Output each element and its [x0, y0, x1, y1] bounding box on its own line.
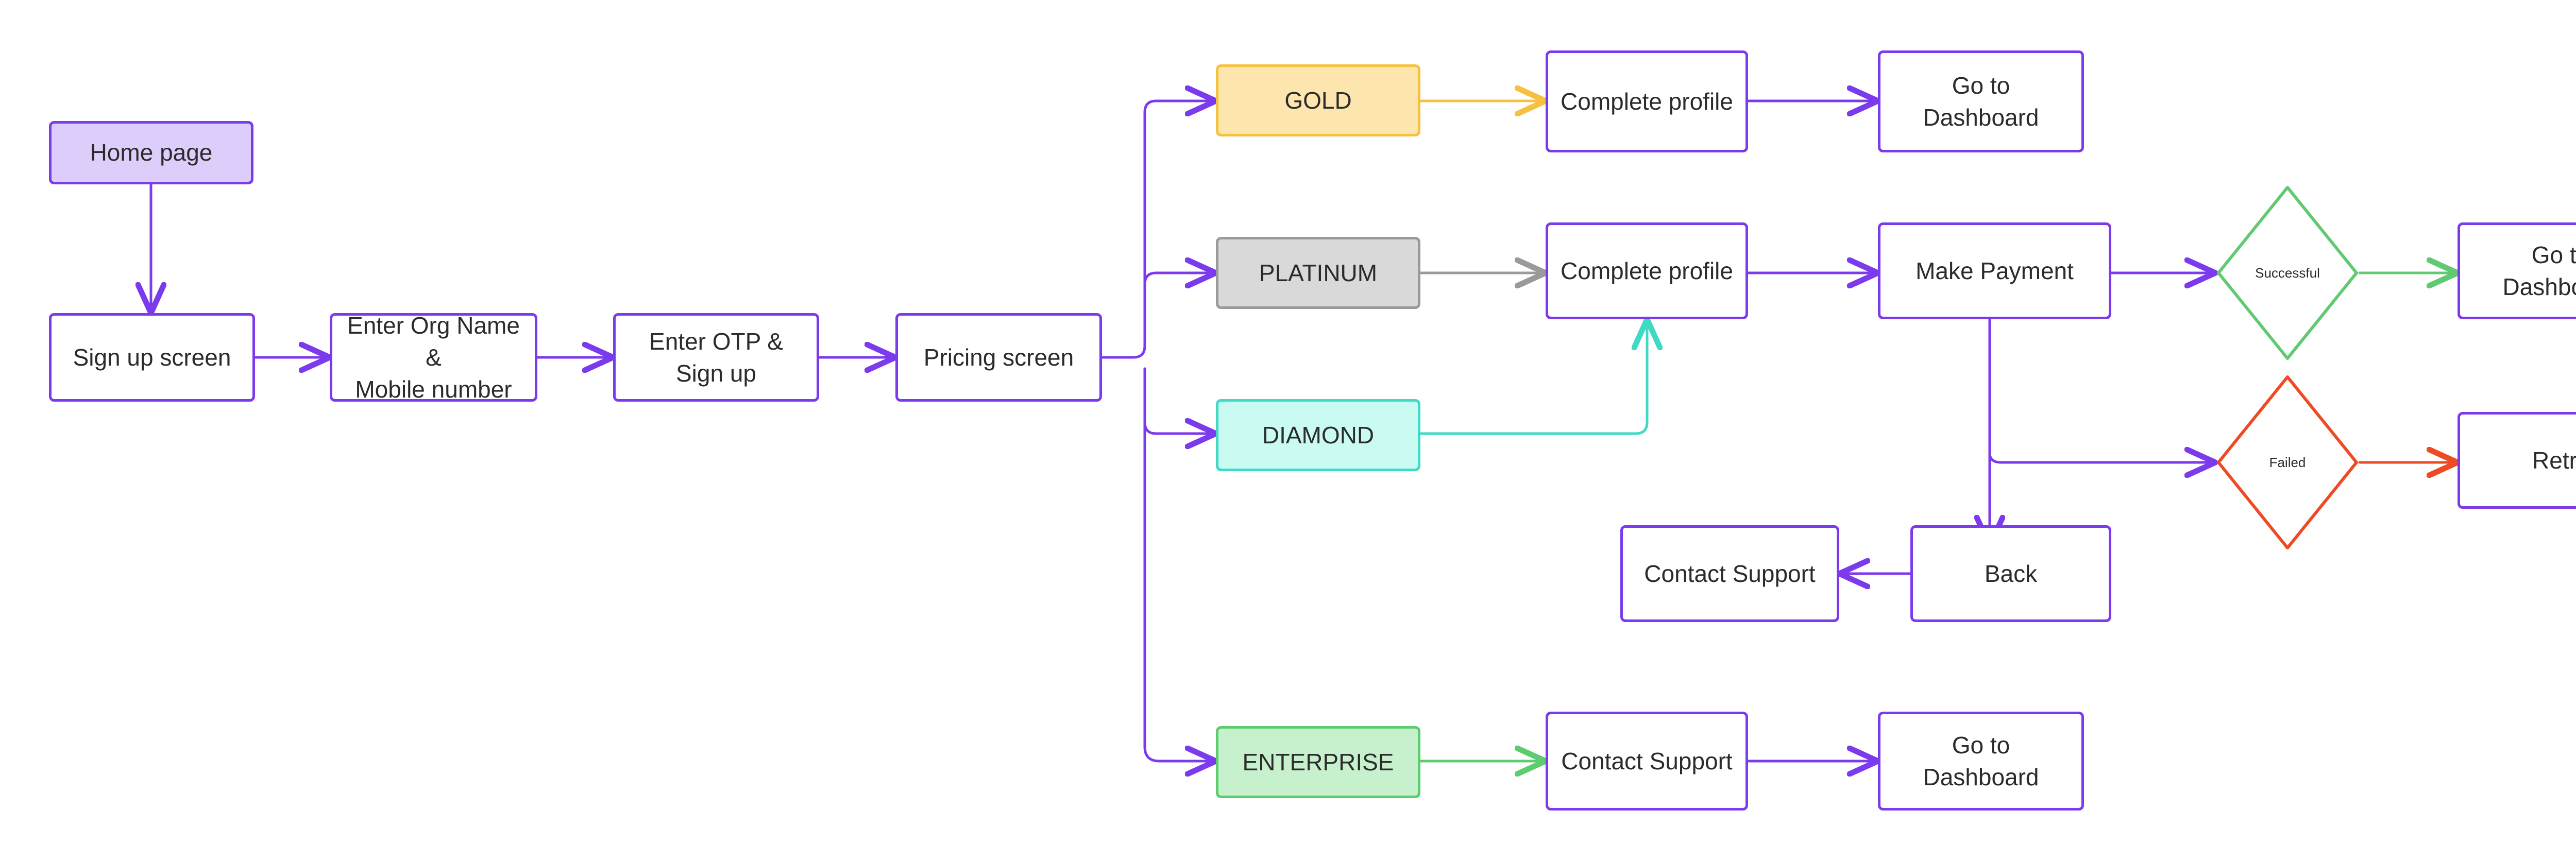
node-label: Home page: [90, 139, 213, 166]
decision-label: Failed: [2269, 454, 2306, 470]
node-sign-up-screen[interactable]: Sign up screen: [49, 313, 255, 402]
node-back[interactable]: Back: [1910, 525, 2111, 622]
node-label: Make Payment: [1916, 257, 2074, 284]
edge-pricing-to-platinum: [1143, 273, 1216, 341]
node-enter-otp-sign-up[interactable]: Enter OTP & Sign up: [613, 313, 819, 402]
node-label: Contact Support: [1644, 560, 1816, 587]
edge-make-payment-to-failed: [1988, 453, 2215, 462]
node-label: Enter Org Name & Mobile number: [347, 312, 520, 403]
node-home-page[interactable]: Home page: [49, 121, 253, 184]
node-label: Complete profile: [1561, 257, 1733, 284]
node-contact-support-enterprise[interactable]: Contact Support: [1546, 712, 1748, 811]
node-tier-diamond[interactable]: DIAMOND: [1216, 399, 1420, 471]
node-make-payment[interactable]: Make Payment: [1878, 222, 2111, 319]
node-enter-org-name-mobile[interactable]: Enter Org Name & Mobile number: [330, 312, 537, 403]
diamond-shape: [2217, 375, 2358, 549]
decision-failed-first[interactable]: Failed: [2215, 374, 2360, 551]
node-go-to-dashboard-gold[interactable]: Go to Dashboard: [1878, 50, 2084, 152]
node-label: Sign up screen: [73, 343, 231, 371]
node-go-to-dashboard-enterprise[interactable]: Go to Dashboard: [1878, 712, 2084, 811]
node-label: Go to Dashboard: [2502, 241, 2576, 300]
edge-pricing-trunk: [1100, 101, 1216, 359]
node-label: Contact Support: [1561, 747, 1733, 774]
node-complete-profile-gold[interactable]: Complete profile: [1546, 50, 1748, 152]
node-label: Go to Dashboard: [1923, 72, 2039, 131]
node-label: PLATINUM: [1259, 259, 1378, 286]
node-tier-gold[interactable]: GOLD: [1216, 64, 1420, 136]
decision-successful[interactable]: Successful: [2215, 184, 2360, 361]
node-go-to-dashboard-success[interactable]: Go to Dashboard: [2458, 222, 2576, 319]
node-label: Pricing screen: [923, 343, 1074, 371]
decision-label: Successful: [2255, 265, 2320, 281]
node-tier-enterprise[interactable]: ENTERPRISE: [1216, 726, 1420, 798]
diamond-shape: [2217, 186, 2358, 360]
node-label: GOLD: [1284, 87, 1352, 114]
node-label: Back: [1984, 560, 2038, 587]
node-retry-first[interactable]: Retry: [2458, 412, 2576, 509]
node-label: DIAMOND: [1262, 421, 1375, 449]
node-label: Complete profile: [1561, 88, 1733, 115]
node-contact-support-payment[interactable]: Contact Support: [1620, 525, 1839, 622]
node-complete-profile-platinum[interactable]: Complete profile: [1546, 222, 1748, 319]
node-label: ENTERPRISE: [1242, 748, 1394, 775]
node-tier-platinum[interactable]: PLATINUM: [1216, 237, 1420, 309]
node-label: Retry: [2532, 446, 2576, 474]
node-label: Go to Dashboard: [1923, 731, 2039, 790]
edge-pricing-to-enterprise: [1143, 367, 1216, 761]
node-label: Enter OTP & Sign up: [649, 327, 783, 387]
edge-pricing-to-diamond: [1143, 367, 1216, 434]
edge-diamond-to-complete-profile: [1419, 319, 1647, 435]
node-pricing-screen[interactable]: Pricing screen: [895, 313, 1102, 402]
